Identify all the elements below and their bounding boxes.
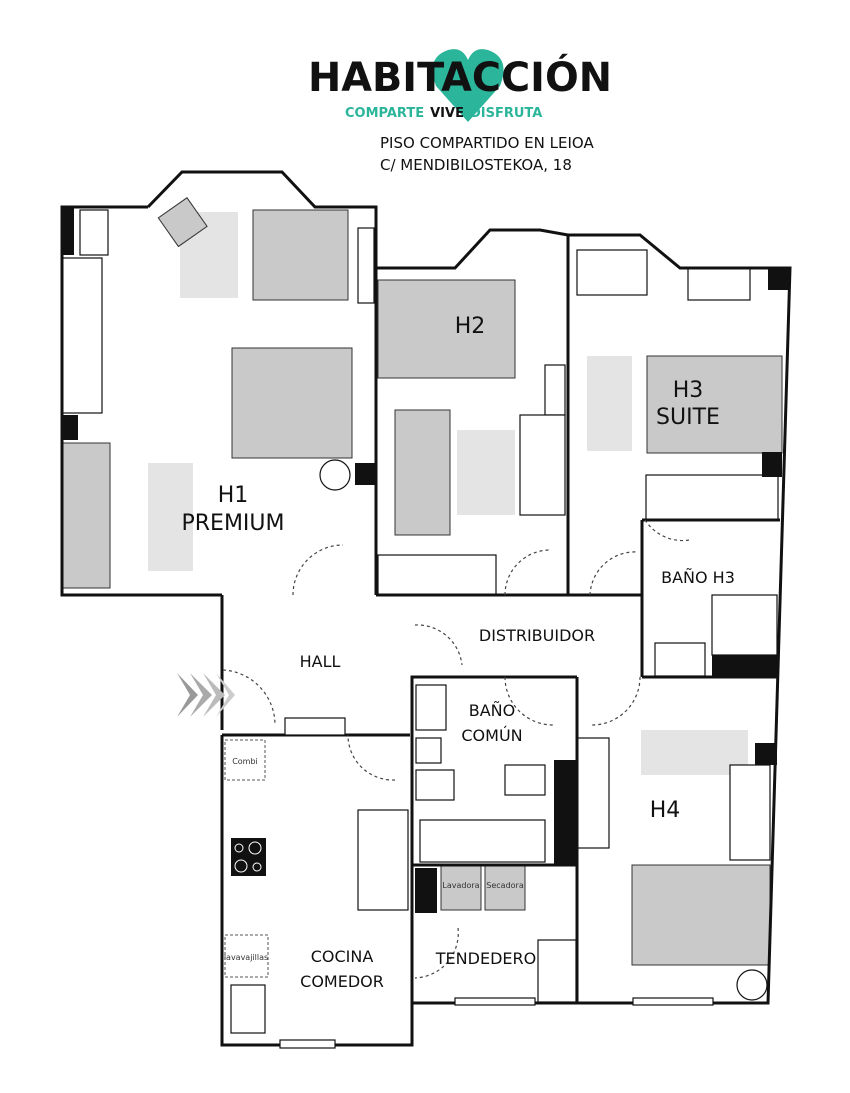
logo-tag-vive: VIVE bbox=[430, 106, 464, 121]
heart-icon bbox=[432, 49, 504, 122]
address-line-1: PISO COMPARTIDO EN LEIOA bbox=[380, 134, 594, 152]
logo-tag-disfruta: DISFRUTA bbox=[470, 106, 542, 121]
room-label-bano-comun-sub: COMÚN bbox=[461, 726, 522, 745]
entrance-arrow-icon bbox=[177, 673, 235, 717]
furniture bbox=[61, 197, 783, 1003]
room-label-tendedero: TENDEDERO bbox=[435, 949, 536, 968]
room-label-distribuidor: DISTRIBUIDOR bbox=[479, 626, 595, 645]
room-label-bano-h3: BAÑO H3 bbox=[661, 568, 735, 587]
logo: HABITACCIÓN COMPARTE VIVE DISFRUTA bbox=[308, 49, 612, 122]
address-line-2: C/ MENDIBILOSTEKOA, 18 bbox=[380, 156, 572, 174]
appliance-lavavajillas: lavavajillas bbox=[224, 953, 268, 962]
room-label-bano-comun: BAÑO bbox=[469, 701, 515, 720]
walls bbox=[60, 170, 792, 1047]
logo-tag-comparte: COMPARTE bbox=[345, 106, 424, 121]
room-label-h1: H1 bbox=[218, 483, 249, 508]
sink-icon bbox=[230, 984, 266, 1034]
appliance-lavadora: Lavadora bbox=[442, 881, 479, 890]
room-label-hall: HALL bbox=[300, 652, 341, 671]
room-label-h1-sub: PREMIUM bbox=[181, 511, 284, 536]
room-label-h3-sub: SUITE bbox=[656, 405, 720, 430]
appliance-secadora: Secadora bbox=[486, 881, 524, 890]
logo-tagline: COMPARTE VIVE DISFRUTA bbox=[345, 106, 542, 121]
room-label-h4: H4 bbox=[650, 798, 681, 823]
room-label-cocina: COCINA bbox=[311, 947, 374, 966]
room-label-h2: H2 bbox=[455, 314, 486, 339]
logo-text: HABITACCIÓN bbox=[308, 53, 612, 101]
cooktop-icon bbox=[234, 841, 262, 873]
room-label-comedor: COMEDOR bbox=[300, 972, 384, 991]
room-label-h3: H3 bbox=[673, 378, 704, 403]
appliance-combi: Combi bbox=[232, 757, 258, 766]
